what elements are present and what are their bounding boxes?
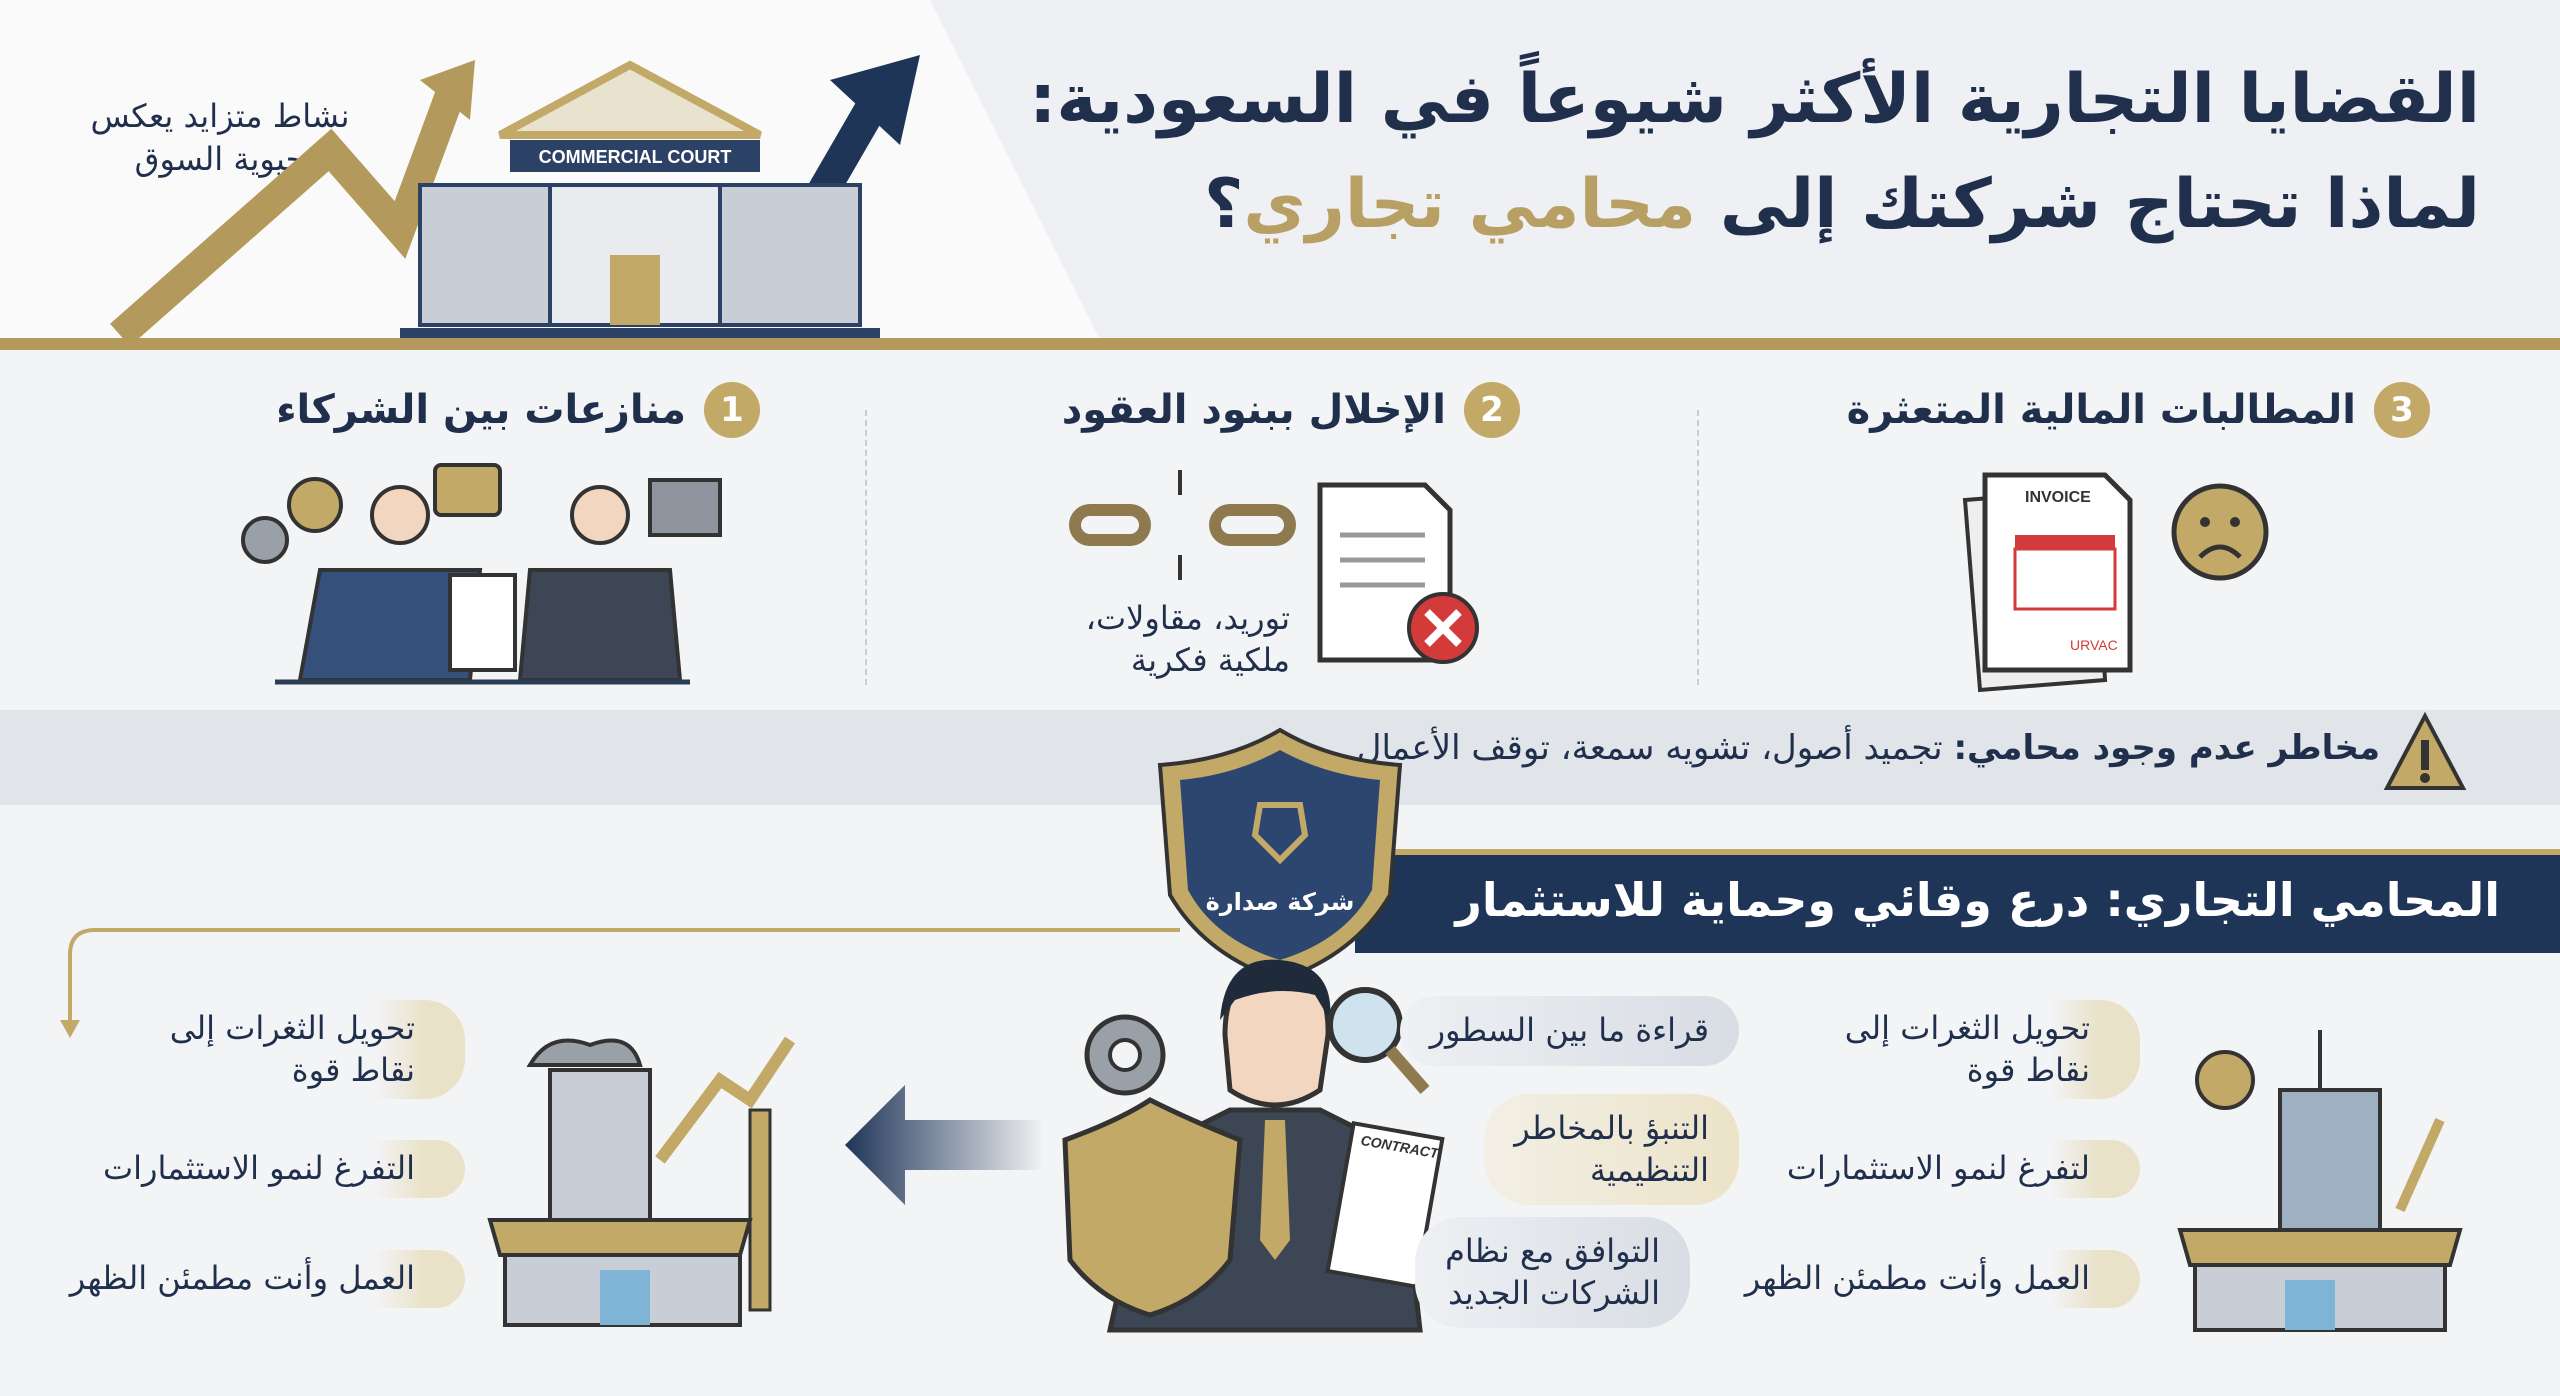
issue-title: منازعات بين الشركاء bbox=[276, 387, 686, 433]
court-sign: COMMERCIAL COURT bbox=[539, 147, 732, 167]
page-title-line2: لماذا تحتاج شركتك إلى محامي تجاري؟ bbox=[1204, 165, 2480, 244]
benefit-item: العمل وأنت مطمئن الظهر bbox=[53, 1250, 465, 1308]
gold-flow-line bbox=[60, 928, 1180, 1038]
broken-chain-icon bbox=[1069, 470, 1296, 580]
column-divider bbox=[865, 410, 867, 685]
business-building-icon bbox=[2177, 1030, 2463, 1332]
voided-contract-icon bbox=[1317, 482, 1479, 664]
benefit-item: العمل وأنت مطمئن الظهر bbox=[1728, 1250, 2140, 1308]
column-divider bbox=[1697, 410, 1699, 685]
contract-types-note: توريد، مقاولات، ملكية فكرية bbox=[1040, 598, 1290, 681]
skill-pill: التنبؤ بالمخاطر التنظيمية bbox=[1484, 1094, 1739, 1206]
arrow-left-icon bbox=[845, 1085, 1045, 1205]
issue-3-heading: 3 المطالبات المالية المتعثرة bbox=[1847, 382, 2430, 438]
warning-risks: تجميد أصول، تشويه سمعة، توقف الأعمال bbox=[1356, 728, 1954, 768]
warning-triangle-icon bbox=[2383, 711, 2467, 790]
issue-number-badge: 3 bbox=[2374, 382, 2430, 438]
issue-title: الإخلال ببنود العقود bbox=[1061, 387, 1446, 433]
warning-label: مخاطر عدم وجود محامي: bbox=[1953, 728, 2380, 768]
stamp-label: URVAC bbox=[2070, 637, 2118, 653]
issue-number-badge: 1 bbox=[704, 382, 760, 438]
note-line1: توريد، مقاولات، bbox=[1085, 599, 1290, 637]
warning-text: مخاطر عدم وجود محامي: تجميد أصول، تشويه … bbox=[1357, 728, 2380, 768]
banner-title: المحامي التجاري: درع وقائي وحماية للاستث… bbox=[1455, 873, 2500, 927]
issue-1-heading: 1 منازعات بين الشركاء bbox=[276, 382, 760, 438]
benefit-item: التفرغ لنمو الاستثمارات bbox=[87, 1140, 465, 1198]
company-name: شركة صدارة bbox=[1206, 888, 1355, 916]
issue-2-heading: 2 الإخلال ببنود العقود bbox=[1062, 382, 1520, 438]
invoice-stack-icon: INVOICE URVAC bbox=[1962, 472, 2133, 693]
section-divider bbox=[0, 338, 2560, 350]
market-note-line1: نشاط متزايد يعكس bbox=[90, 97, 350, 135]
note-line2: ملكية فكرية bbox=[1130, 640, 1290, 679]
lawyer-banner: المحامي التجاري: درع وقائي وحماية للاستث… bbox=[1355, 849, 2560, 953]
title-suffix: ؟ bbox=[1203, 165, 1244, 244]
benefit-item: لتفرغ لنمو الاستثمارات bbox=[1770, 1140, 2140, 1198]
invoice-label: INVOICE bbox=[2025, 489, 2091, 506]
issue-title: المطالبات المالية المتعثرة bbox=[1846, 387, 2356, 433]
title-prefix: لماذا تحتاج شركتك إلى bbox=[1719, 165, 2480, 244]
benefit-item: تحويل الثغرات إلى نقاط قوة bbox=[153, 1000, 465, 1100]
court-building-icon: COMMERCIAL COURT bbox=[400, 60, 880, 338]
benefit-item: تحويل الثغرات إلى نقاط قوة bbox=[1828, 1000, 2140, 1100]
lawyer-illustration: CONTRACT bbox=[1062, 959, 1445, 1333]
sad-face-icon bbox=[2171, 483, 2269, 581]
market-note: نشاط متزايد يعكس حيوية السوق bbox=[70, 95, 370, 181]
market-note-line2: حيوية السوق bbox=[134, 140, 306, 179]
page-title-line1: القضايا التجارية الأكثر شيوعاً في السعود… bbox=[1029, 60, 2480, 139]
title-highlight: محامي تجاري bbox=[1243, 165, 1697, 244]
issue-number-badge: 2 bbox=[1464, 382, 1520, 438]
skill-pill: التوافق مع نظام الشركات الجديد bbox=[1415, 1217, 1690, 1329]
company-shield-icon: شركة صدارة bbox=[1157, 727, 1403, 983]
skill-pill: قراءة ما بين السطور bbox=[1399, 996, 1739, 1066]
partners-dispute-icon bbox=[241, 463, 722, 685]
storefront-growth-icon bbox=[487, 1036, 795, 1327]
